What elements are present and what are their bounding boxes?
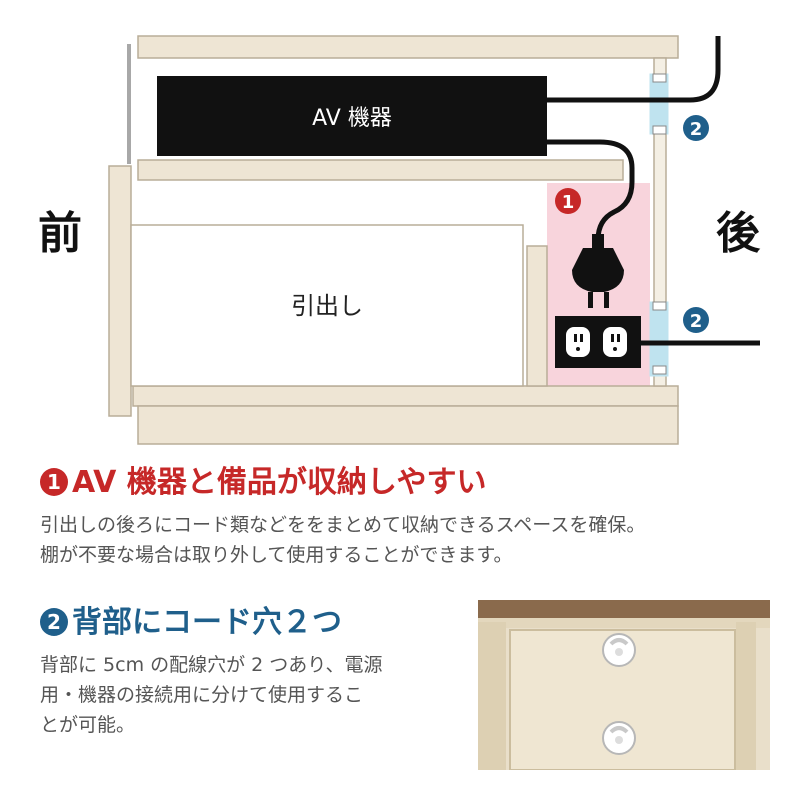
- svg-text:2: 2: [690, 119, 703, 140]
- hole-clip: [652, 365, 667, 375]
- photo-right-panel: [756, 640, 770, 770]
- shelf-panel: [137, 159, 624, 181]
- hole-clip: [652, 301, 667, 311]
- photo-top-board: [478, 600, 770, 622]
- cabinet-cross-section-diagram: AV 機器 引出し 1 2 2: [108, 35, 760, 445]
- drawer-box: [130, 224, 524, 387]
- section1-number-badge: 1: [40, 468, 68, 496]
- section1-title-text: AV 機器と備品が収納しやすい: [72, 465, 487, 500]
- front-trim: [127, 44, 131, 164]
- section2-line: 背部に 5cm の配線穴が 2 つあり、電源: [40, 654, 383, 676]
- section1-description: 引出しの後ろにコード類などををまとめて収納できるスペースを確保。 棚が不要な場合…: [40, 510, 645, 570]
- section2-title-text: 背部にコード穴２つ: [72, 605, 342, 640]
- hole-clip: [652, 125, 667, 135]
- power-plug: [572, 234, 624, 308]
- cable-hole-lower-icon: [602, 721, 636, 755]
- cable-hole-lower: [649, 301, 669, 377]
- drawer-label: 引出し: [291, 292, 363, 320]
- av-device-box: [157, 76, 547, 156]
- photo-right-frame: [736, 622, 756, 770]
- photo-left-frame: [478, 622, 506, 770]
- section1-line: 引出しの後ろにコード類などををまとめて収納できるスペースを確保。: [40, 514, 646, 536]
- bottom-panel: [132, 385, 679, 407]
- hole-clip: [652, 73, 667, 83]
- cable-av-to-plug: [547, 139, 635, 241]
- section2-number-badge: 2: [40, 608, 68, 636]
- drawer-back-divider: [526, 245, 548, 387]
- drawer-front-panel: [108, 165, 132, 417]
- top-panel: [137, 35, 679, 59]
- section2-description: 背部に 5cm の配線穴が 2 つあり、電源 用・機器の接続用に分けて使用するこ…: [40, 650, 383, 740]
- front-label: 前: [38, 208, 82, 259]
- marker-1: 1: [555, 188, 581, 214]
- svg-text:2: 2: [690, 311, 703, 332]
- photo-top-edge: [478, 618, 770, 628]
- cable-hole-upper-icon: [602, 633, 636, 667]
- section1-line: 棚が不要な場合は取り外して使用することができます。: [40, 544, 513, 566]
- section2-line: 用・機器の接続用に分けて使用するこ: [40, 684, 364, 706]
- back-panel-photo: [478, 600, 770, 770]
- cable-hole-upper: [649, 73, 669, 135]
- plinth: [137, 405, 679, 445]
- power-strip: [555, 316, 641, 368]
- marker-2-upper: 2: [683, 115, 709, 141]
- av-device-label: AV 機器: [312, 106, 392, 131]
- svg-text:1: 1: [562, 192, 575, 213]
- section2-line: とが可能。: [40, 714, 136, 736]
- cable-av-to-outside: [547, 36, 721, 103]
- back-label: 後: [716, 208, 760, 259]
- marker-2-lower: 2: [683, 307, 709, 333]
